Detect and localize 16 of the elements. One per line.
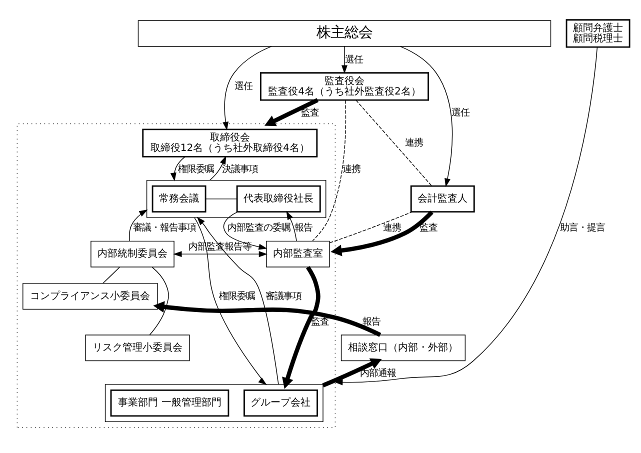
edge-label: 選任	[344, 54, 363, 66]
edge-label: 選任	[452, 107, 470, 118]
edge-label: 連携	[342, 164, 361, 175]
edge-label: 権限委嘱	[219, 290, 256, 302]
edge-label: 内部監査の委嘱	[227, 222, 290, 234]
edge-label: 審議・報告事項	[133, 222, 196, 234]
edge-label: 報告	[294, 222, 313, 234]
edge-label: 選任	[234, 80, 253, 92]
edge-label: 監査	[311, 316, 330, 328]
edge-label: 決議事項	[222, 164, 258, 175]
edge-label: 連携	[382, 222, 401, 234]
edge-label: 審議事項	[266, 290, 302, 302]
edge-label: 連携	[404, 137, 423, 148]
edge-label: 権限委嘱	[178, 164, 214, 175]
edge-label: 報告	[362, 316, 381, 328]
edge-label: 助言・提言	[560, 222, 605, 234]
